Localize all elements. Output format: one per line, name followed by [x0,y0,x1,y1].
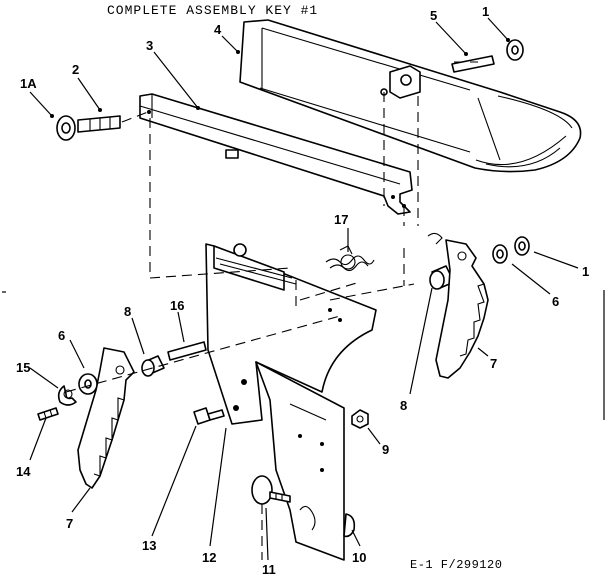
callout-11: 11 [262,562,276,577]
alignment-lines [65,61,478,560]
guard-bracket [380,65,421,99]
lower-plate [255,361,356,561]
callout-4: 4 [214,22,222,37]
washer-left [78,373,98,395]
callout-9: 9 [382,442,389,457]
callout-7-left: 7 [66,516,73,531]
pawl-left [77,347,135,489]
diagram-title: COMPLETE ASSEMBLY KEY #1 [107,3,318,18]
support-rail [139,93,413,215]
callout-16: 16 [170,298,184,313]
callout-8-left: 8 [124,304,131,319]
callout-5: 5 [430,8,437,23]
callout-6-left: 6 [58,328,65,343]
callout-2: 2 [72,62,79,77]
pawl-right [435,239,489,379]
spring [325,245,375,272]
long-bolt [77,115,121,133]
reference-number: E-1 F/299120 [410,558,502,572]
screw-13 [193,407,225,425]
screw-14 [37,407,59,421]
callout-12: 12 [202,550,216,565]
callout-17: 17 [334,212,348,227]
callout-14: 14 [16,464,31,479]
callout-8-right: 8 [400,398,407,413]
e-ring [57,385,77,406]
spacer-left [141,355,165,377]
washer-1a [56,115,76,141]
callout-1-right: 1 [582,264,589,279]
callout-1-top: 1 [482,4,489,19]
blade-guard [239,19,582,173]
callout-3: 3 [146,38,153,53]
leader-lines [29,17,579,561]
callout-labels: 1A 2 3 4 5 1 17 1 6 7 8 9 10 11 12 13 14… [16,4,589,577]
callout-10: 10 [352,550,366,565]
stud [451,55,495,73]
callout-13: 13 [142,538,156,553]
washer-right [492,244,508,264]
hook-clip [427,232,443,245]
callout-1a: 1A [20,76,37,91]
callout-7-right: 7 [490,356,497,371]
callout-6-right: 6 [552,294,559,309]
washer-top [506,39,524,61]
washer-right-outer [514,236,530,256]
main-bracket-plate [205,243,377,425]
nut [351,409,369,429]
callout-15: 15 [16,360,30,375]
pin [167,341,207,361]
